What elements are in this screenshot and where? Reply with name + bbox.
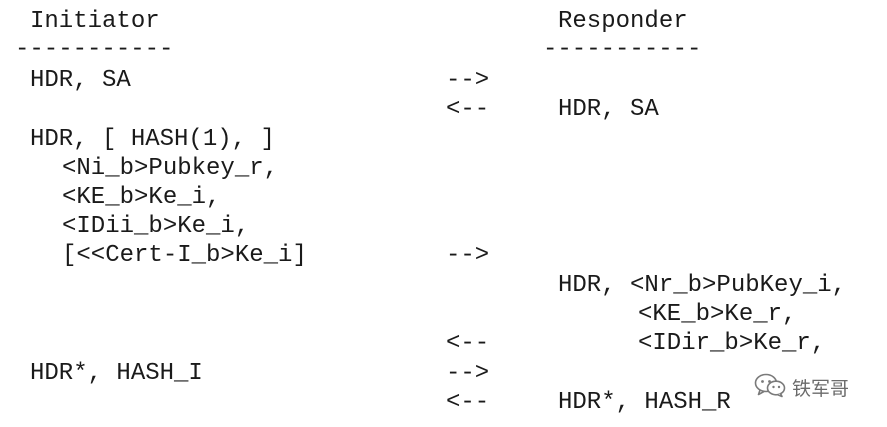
initiator-payload-idii: <IDii_b>Ke_i, <box>62 213 250 240</box>
initiator-msg-hdr-sa: HDR, SA <box>30 67 131 94</box>
arrow-left-2: <-- <box>446 330 490 357</box>
initiator-heading: Initiator <box>30 8 160 35</box>
responder-underline: ----------- <box>543 36 702 63</box>
responder-payload-ke: <KE_b>Ke_r, <box>638 301 797 328</box>
responder-msg-hash-r: HDR*, HASH_R <box>558 389 731 416</box>
watermark: 铁军哥 <box>754 372 849 406</box>
initiator-underline: ----------- <box>15 36 174 63</box>
responder-msg-hdr-nonce: HDR, <Nr_b>PubKey_i, <box>558 272 847 299</box>
initiator-msg-hdr-hash1: HDR, [ HASH(1), ] <box>30 126 275 153</box>
arrow-right-3: --> <box>446 360 490 387</box>
arrow-right-2: --> <box>446 242 490 269</box>
arrow-left-3: <-- <box>446 389 490 416</box>
wechat-icon <box>754 372 786 406</box>
arrow-left-1: <-- <box>446 96 490 123</box>
responder-heading: Responder <box>558 8 688 35</box>
initiator-payload-nonce: <Ni_b>Pubkey_r, <box>62 155 279 182</box>
responder-msg-hdr-sa: HDR, SA <box>558 96 659 123</box>
responder-payload-idir: <IDir_b>Ke_r, <box>638 330 826 357</box>
arrow-right-1: --> <box>446 67 490 94</box>
initiator-msg-hash-i: HDR*, HASH_I <box>30 360 203 387</box>
initiator-payload-ke: <KE_b>Ke_i, <box>62 184 221 211</box>
watermark-text: 铁军哥 <box>792 378 850 400</box>
initiator-payload-cert: [<<Cert-I_b>Ke_i] <box>62 242 307 269</box>
